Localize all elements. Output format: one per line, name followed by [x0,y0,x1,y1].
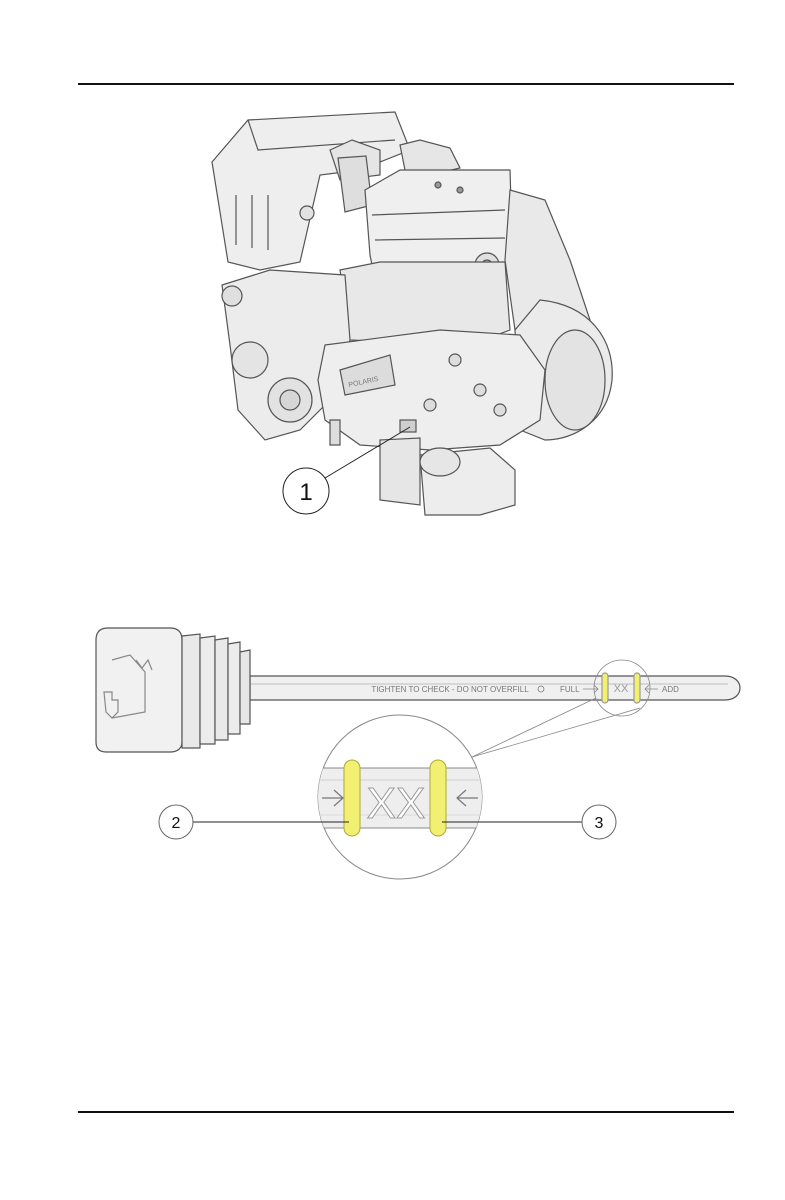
callout-2-circle [158,804,194,840]
mark-label-small: XX [614,683,629,695]
dipstick-illustration [95,627,741,753]
callout-1-circle [282,467,330,515]
detail-circle-small [593,659,651,717]
full-label-small: FULL [560,685,580,694]
zoom-full-arrow-icon [322,789,344,807]
callout-2-label: 2 [172,815,181,832]
zoom-detail: XX [317,714,483,880]
engine-illustration: POLARIS [211,111,613,516]
footer-rule [78,1111,734,1113]
header-rule [78,83,734,85]
dipstick-warning-text: TIGHTEN TO CHECK - DO NOT OVERFILL [371,685,529,694]
callout-3-circle [581,804,617,840]
mark-label-zoom: XX [367,779,426,828]
dipstick-marker-icon [537,685,545,693]
zoom-add-arrow-icon [456,789,478,807]
callout-1-label: 1 [299,479,312,506]
add-arrow-icon [644,684,658,694]
add-ring-marker [429,759,447,837]
callout-3-label: 3 [595,815,604,832]
full-arrow-icon [583,684,599,694]
full-ring-marker [343,759,361,837]
add-label-small: ADD [662,685,679,694]
